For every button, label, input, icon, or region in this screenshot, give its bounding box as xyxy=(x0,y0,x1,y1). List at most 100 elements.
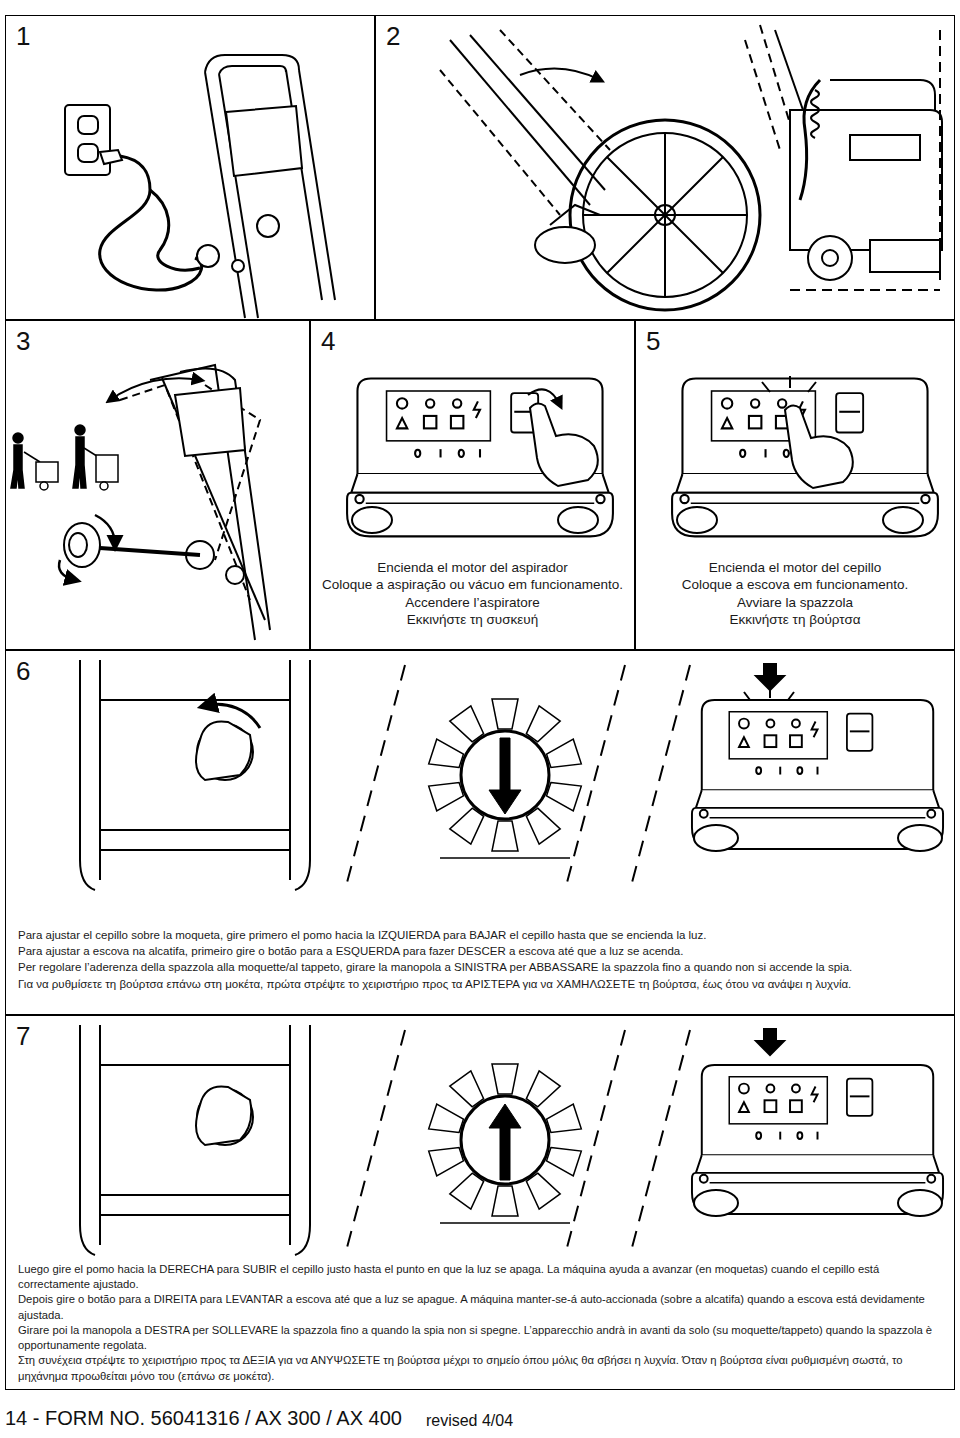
instruction-text: Girare poi la manopola a DESTRA per SOLL… xyxy=(18,1323,942,1354)
tilting-handle xyxy=(120,385,250,600)
operators xyxy=(96,455,118,482)
control-panel-vacuum xyxy=(347,379,613,537)
control-panel-light-on xyxy=(694,825,738,851)
control-panel-brush xyxy=(672,376,938,536)
step-number: 7 xyxy=(16,1022,30,1052)
step-number: 5 xyxy=(646,327,660,357)
wheel-and-pedal xyxy=(440,30,760,310)
step-number: 4 xyxy=(321,327,335,357)
knob-left xyxy=(196,721,251,780)
operators xyxy=(13,433,23,443)
outlet-and-cord xyxy=(78,144,98,162)
tilting-handle xyxy=(162,378,265,620)
brush-raising xyxy=(489,1104,521,1180)
tilting-handle xyxy=(226,566,244,584)
machine-side-view xyxy=(808,236,852,280)
step-panel: 5Encienda el motor del cepilloColoque a … xyxy=(635,320,955,650)
wheel-and-pedal xyxy=(440,70,560,215)
step-panel: 3 xyxy=(5,320,310,650)
tilting-handle xyxy=(59,560,75,580)
step-number: 6 xyxy=(16,657,30,687)
knob-left xyxy=(205,704,260,728)
control-panel-light-off xyxy=(692,1029,943,1216)
brush-raising xyxy=(429,1064,582,1223)
brush-lowering xyxy=(489,738,521,814)
control-panel-light-on xyxy=(898,825,942,851)
operators xyxy=(11,445,24,488)
control-panel-brush xyxy=(762,376,816,392)
tilting-handle xyxy=(64,523,100,567)
footer-text: 14 - FORM NO. 56041316 / AX 300 / AX 400 xyxy=(5,1407,402,1430)
operators xyxy=(100,482,108,490)
control-panel-vacuum xyxy=(347,379,613,537)
operators xyxy=(11,425,118,490)
control-panel-vacuum xyxy=(528,389,560,405)
step-panel: 4Encienda el motor del aspiradorColoque … xyxy=(310,320,635,650)
dashed-dividers xyxy=(345,665,405,890)
wheel-and-pedal xyxy=(535,227,595,263)
knob-right xyxy=(100,1194,290,1196)
control-panel-brush xyxy=(677,507,717,533)
step-number: 1 xyxy=(16,22,30,52)
instruction-text: Coloque a aspiração ou vácuo em funciona… xyxy=(315,576,630,594)
instruction-text: Para ajustar el cepillo sobre la moqueta… xyxy=(18,927,942,943)
wheel-and-pedal xyxy=(450,40,590,205)
brush-lowering xyxy=(429,699,582,851)
outlet-and-cord xyxy=(65,105,202,290)
instruction-text: Accendere l’aspiratore xyxy=(315,594,630,612)
dashed-dividers xyxy=(345,665,690,1255)
control-panel-brush xyxy=(672,379,938,537)
control-panel-light-on xyxy=(744,690,794,700)
machine-side-view xyxy=(745,25,942,290)
machine-side-view xyxy=(790,30,940,290)
brush-raising xyxy=(429,1064,582,1216)
brush-raising xyxy=(440,1222,570,1224)
machine-side-view xyxy=(850,135,920,160)
machine-side-view xyxy=(800,80,820,200)
instruction-text: Εκκινήστε τη βούρτσα xyxy=(640,611,950,629)
caption-block: Para ajustar el cepillo sobre la moqueta… xyxy=(18,927,942,992)
knob-left xyxy=(80,660,310,890)
handle-frame xyxy=(219,66,286,74)
knob-right xyxy=(196,1086,251,1145)
instruction-text: Coloque a escova em funcionamento. xyxy=(640,576,950,594)
handle-frame xyxy=(299,70,335,300)
outlet-and-cord xyxy=(100,150,122,164)
step-panel: 2 xyxy=(375,15,955,320)
step-number: 2 xyxy=(386,22,400,52)
control-panel-brush xyxy=(883,507,923,533)
wheel-and-pedal xyxy=(583,133,747,297)
dashed-dividers xyxy=(630,1030,690,1255)
wheel-and-pedal xyxy=(583,133,747,297)
knob-right xyxy=(100,1065,290,1215)
tilting-handle xyxy=(100,548,200,555)
footer-text: revised 4/04 xyxy=(426,1412,513,1430)
control-panel-vacuum xyxy=(558,507,598,533)
wheel-and-pedal xyxy=(500,30,610,150)
instruction-text: Encienda el motor del aspirador xyxy=(315,559,630,577)
dashed-dividers xyxy=(630,665,690,890)
operators xyxy=(73,437,86,488)
instruction-text: Avviare la spazzola xyxy=(640,594,950,612)
control-panel-vacuum xyxy=(530,403,598,486)
wheel-and-pedal xyxy=(550,205,600,225)
tilting-handle xyxy=(175,388,245,456)
machine-side-view xyxy=(830,80,935,110)
operators xyxy=(75,425,85,435)
wheel-and-pedal xyxy=(470,35,605,190)
knob-right xyxy=(80,1025,310,1255)
handle-frame xyxy=(197,55,335,318)
control-panel-light-on xyxy=(692,664,943,851)
outlet-and-cord xyxy=(150,190,200,270)
brush-lowering xyxy=(429,699,582,858)
outlet-and-cord xyxy=(100,156,202,290)
knob-right xyxy=(80,1025,310,1255)
step-panel: 7Luego gire el pomo hacia la DERECHA par… xyxy=(5,1015,955,1390)
step-panel: 1 xyxy=(5,15,375,320)
machine-side-view xyxy=(811,90,819,138)
handle-frame xyxy=(226,106,302,176)
dashed-dividers xyxy=(565,665,625,890)
instruction-text: Στη συνέχεια στρέψτε το χειριστήριο προς… xyxy=(18,1353,942,1384)
